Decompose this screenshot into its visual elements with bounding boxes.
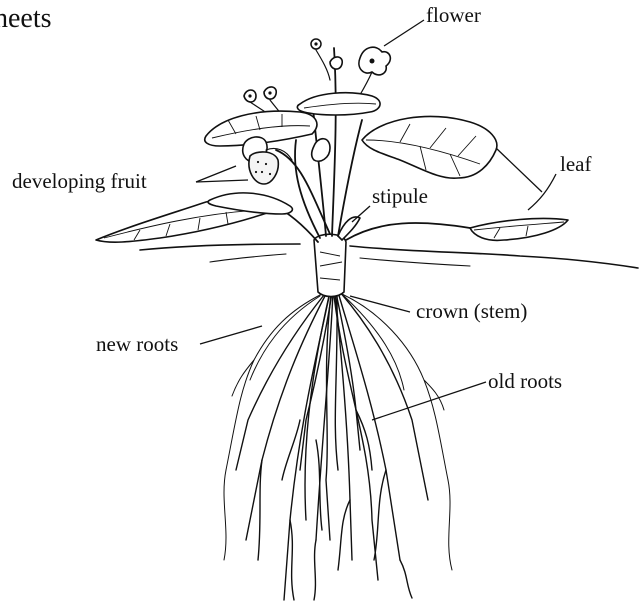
label-crown: crown (stem) (416, 299, 527, 323)
leader-stipule (352, 206, 370, 222)
developing-fruit-drawing (243, 137, 292, 184)
leader-crown (350, 296, 410, 312)
leader-leaf-upper (496, 148, 542, 192)
plant-illustration (96, 39, 638, 600)
leader-flower (384, 20, 424, 46)
leader-new-roots (200, 326, 262, 344)
new-roots-drawing (224, 294, 452, 570)
crown-drawing (314, 234, 346, 296)
label-stipule: stipule (372, 184, 428, 208)
flower-bud-1 (330, 57, 342, 69)
leaves-drawing (96, 93, 638, 268)
leader-fruit-2 (196, 180, 248, 182)
leader-fruit-1 (196, 166, 236, 182)
leader-old-roots (372, 382, 486, 420)
leader-lines (196, 20, 556, 420)
header-fragment: heets (0, 3, 52, 34)
label-new-roots: new roots (96, 332, 178, 356)
leaf-right-upper (362, 116, 497, 178)
leaf-small-center (312, 139, 330, 162)
label-developing-fruit: developing fruit (12, 169, 147, 193)
flower-left-cluster (244, 87, 276, 102)
label-flower: flower (426, 3, 481, 27)
flower-top (311, 39, 321, 49)
flower-right (359, 47, 390, 75)
label-old-roots: old roots (488, 369, 562, 393)
label-leaf: leaf (560, 152, 591, 176)
leaf-right-long (470, 218, 568, 240)
